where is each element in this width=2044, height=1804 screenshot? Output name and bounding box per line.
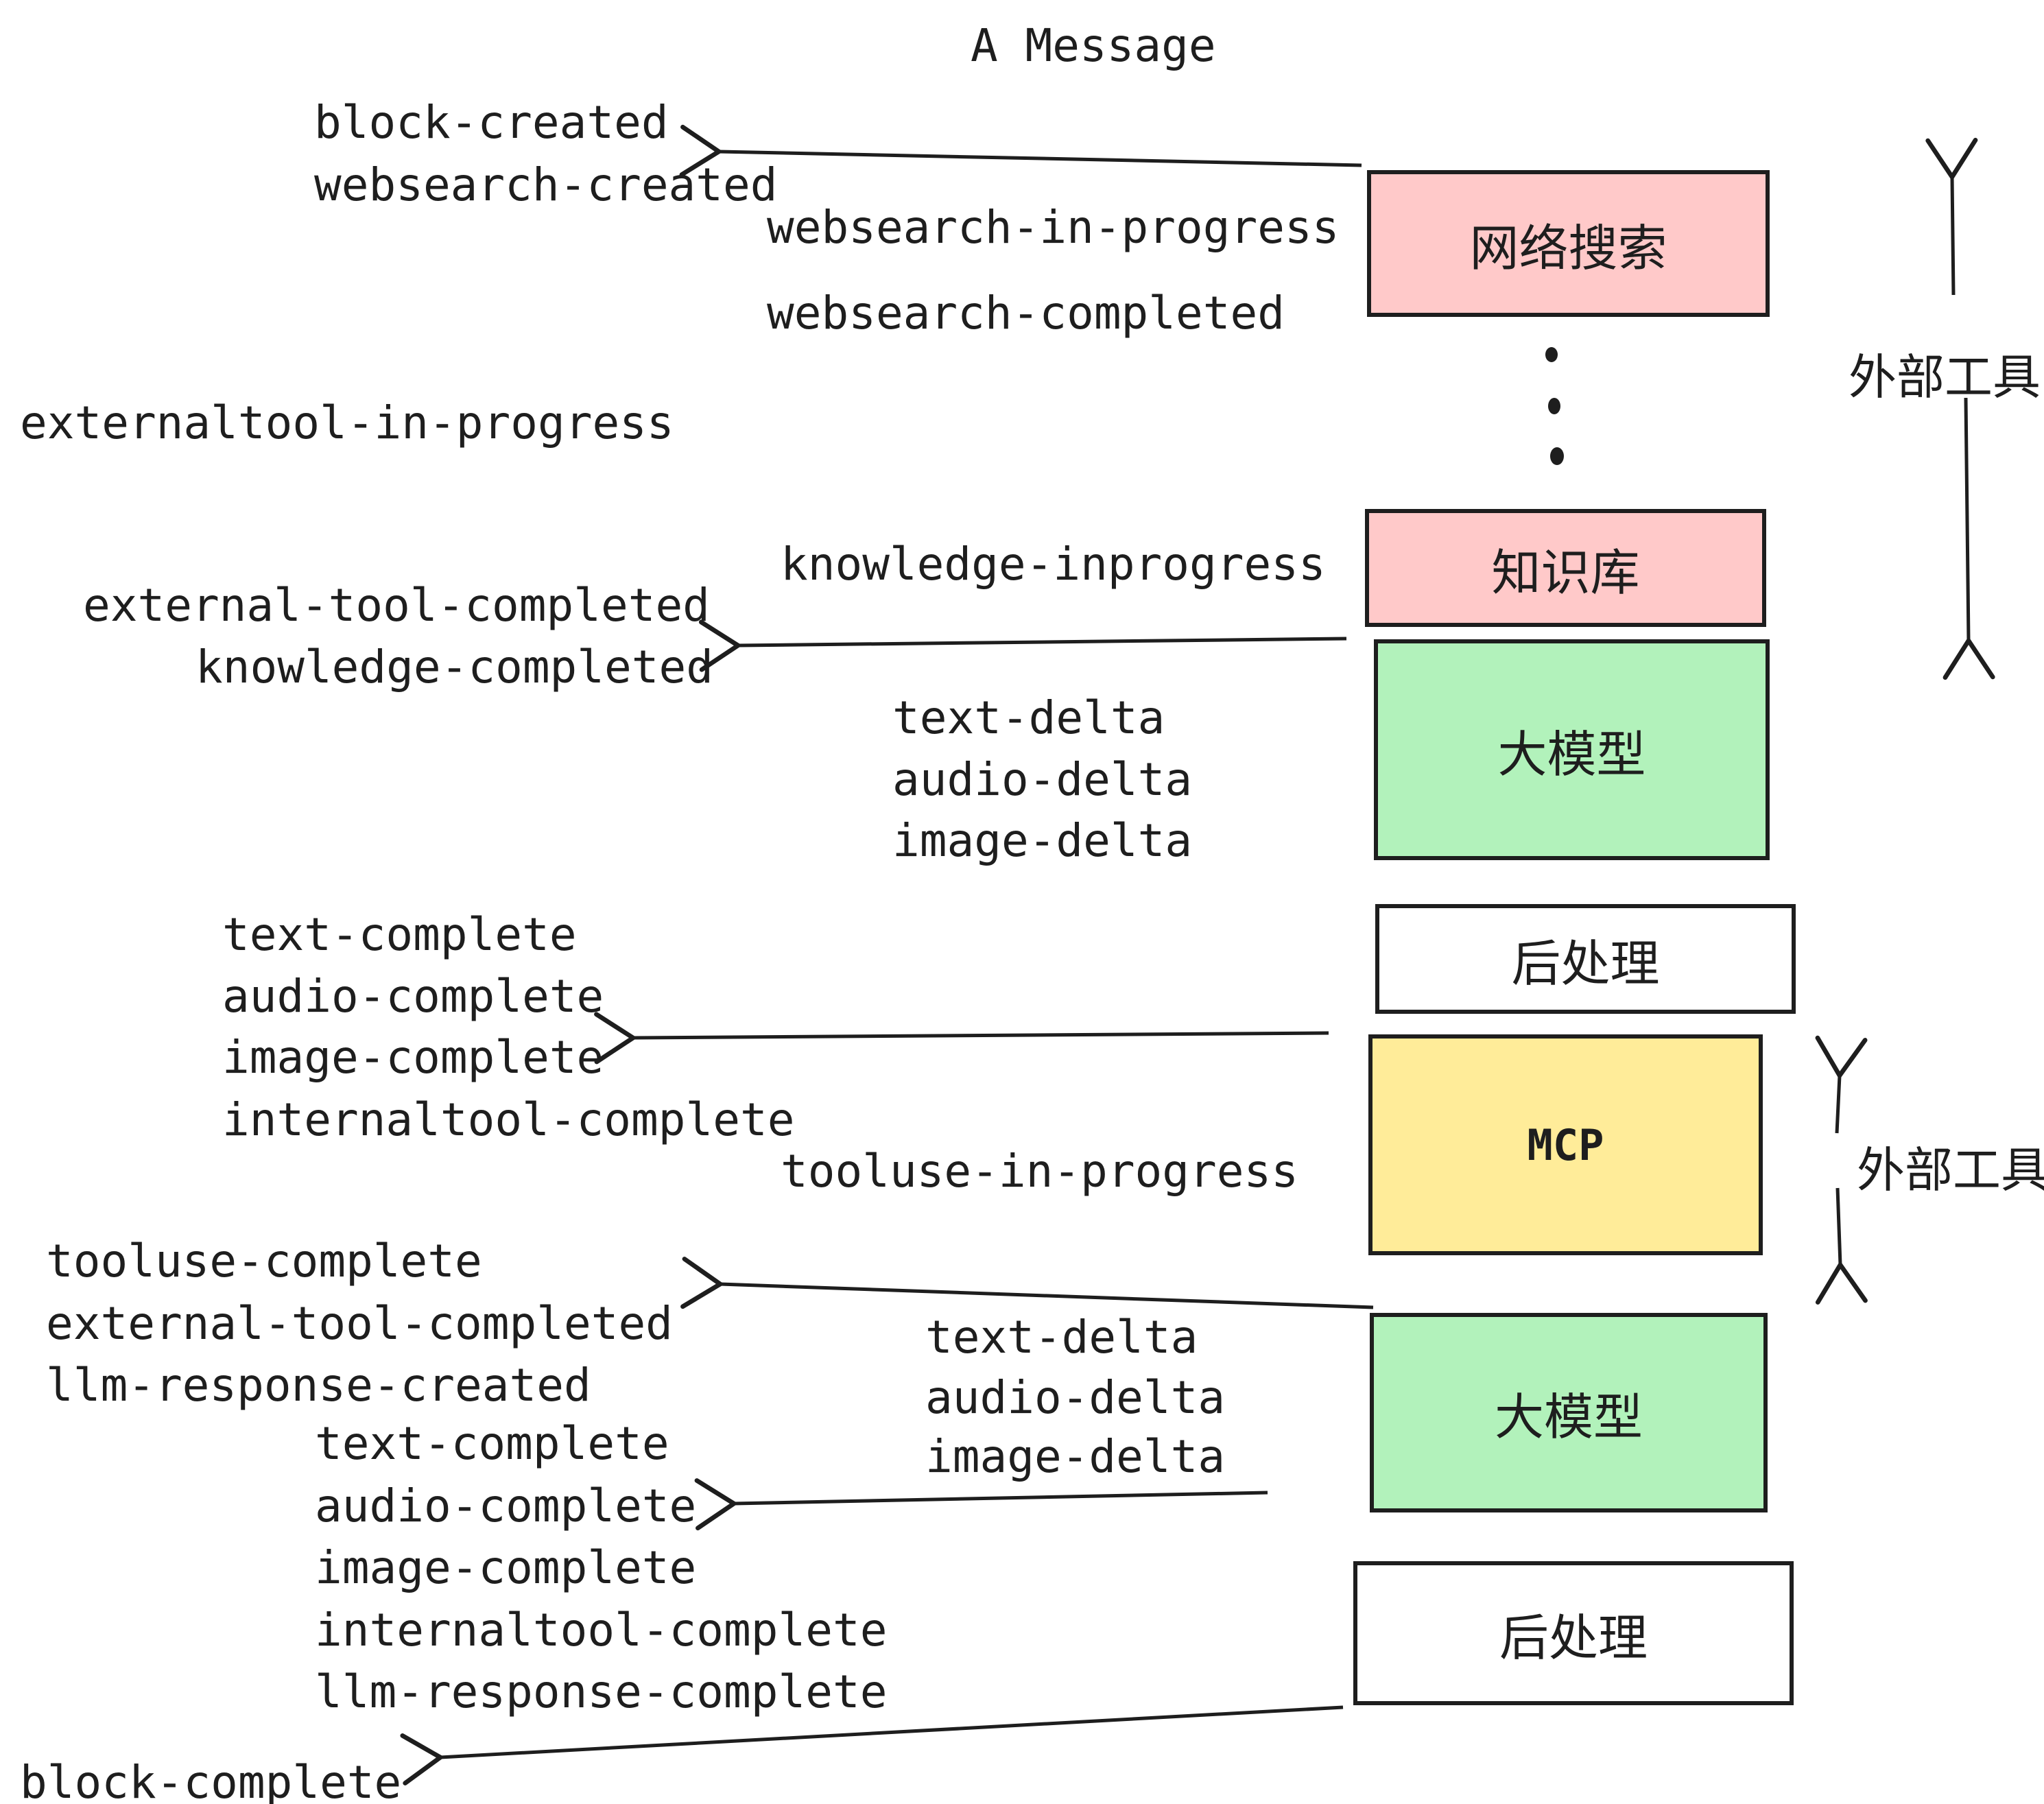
node-websearch-label: 网络搜索 [1469,221,1667,276]
arrow-external-tools-mid-down [1815,1187,1868,1305]
event-label-external-tool-completed-1: external-tool-completed [83,579,710,632]
event-label-text-delta-2: text-delta [925,1311,1198,1364]
event-label-externaltool-in-progress: externaltool-in-progress [20,396,674,449]
node-postprocess-2: 后处理 [1353,1561,1794,1705]
event-label-websearch-completed: websearch-completed [767,287,1285,340]
node-knowledge: 知识库 [1365,509,1766,627]
arrow-websearch-created [679,124,1362,177]
event-label-image-delta-1: image-delta [892,814,1193,867]
arrow-tooluse-complete [680,1257,1374,1309]
annotation-external-tools-mid: 外部工具 [1857,1143,2044,1197]
event-label-block-created: block-created [314,96,669,149]
arrow-llm-complete-2 [694,1478,1268,1531]
arrow-knowledge-completed [698,619,1347,672]
node-websearch: 网络搜索 [1367,170,1770,317]
node-mcp-label: MCP [1527,1119,1604,1170]
event-label-image-complete-2: image-complete [315,1541,697,1594]
arrow-internal-complete-1 [594,1012,1329,1065]
node-llm-2-label: 大模型 [1494,1390,1643,1445]
node-postprocess-2-label: 后处理 [1499,1611,1648,1666]
event-label-audio-delta-1: audio-delta [892,753,1193,806]
event-label-websearch-in-progress: websearch-in-progress [767,201,1340,254]
arrow-external-tools-top-up [1925,137,1978,296]
event-label-tooluse-complete: tooluse-complete [46,1235,482,1287]
event-label-text-complete-2: text-complete [315,1417,669,1470]
event-label-tooluse-in-progress: tooluse-in-progress [781,1145,1298,1198]
event-label-external-tool-completed-2: external-tool-completed [46,1297,673,1350]
arrow-external-tools-top-down [1942,397,1995,680]
arrow-external-tools-mid-up [1815,1035,1868,1134]
event-label-image-delta-2: image-delta [925,1430,1226,1483]
event-label-knowledge-inprogress: knowledge-inprogress [781,538,1326,591]
node-llm-1-label: 大模型 [1497,727,1646,783]
event-label-audio-delta-2: audio-delta [925,1371,1226,1424]
annotation-external-tools-top: 外部工具 [1849,351,2041,404]
event-label-audio-complete-1: audio-complete [222,970,604,1023]
event-label-websearch-created: websearch-created [314,158,778,211]
page-title: A Message [971,19,1216,72]
event-label-block-complete: block-complete [20,1756,402,1804]
node-postprocess-1: 后处理 [1375,904,1796,1014]
event-label-text-delta-1: text-delta [892,691,1165,744]
node-postprocess-1-label: 后处理 [1511,936,1660,992]
node-knowledge-label: 知识库 [1491,545,1640,601]
node-llm-1: 大模型 [1374,639,1770,860]
event-label-knowledge-completed: knowledge-completed [195,641,713,693]
event-label-internaltool-complete-2: internaltool-complete [315,1604,888,1657]
node-llm-2: 大模型 [1370,1313,1768,1512]
ellipsis-dots [1545,347,1564,465]
node-mcp: MCP [1368,1034,1763,1255]
event-label-image-complete-1: image-complete [222,1031,604,1084]
event-label-llm-response-complete: llm-response-complete [315,1665,888,1718]
event-label-llm-response-created: llm-response-created [46,1359,591,1412]
event-label-audio-complete-2: audio-complete [315,1480,697,1532]
event-label-internaltool-complete-1: internaltool-complete [222,1093,795,1146]
event-label-text-complete-1: text-complete [222,908,577,961]
